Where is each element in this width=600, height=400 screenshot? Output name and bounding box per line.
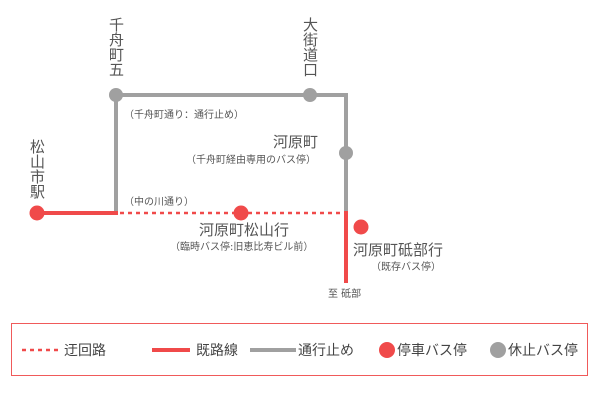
- legend-detour: 迂回路: [22, 340, 106, 360]
- stop-okaido: [303, 88, 317, 102]
- direction-tobe: 至 砥部: [328, 289, 362, 300]
- legend-active-stop: 停車バス停: [379, 340, 467, 360]
- stop-kawaramachi-name: 河原町: [273, 133, 319, 151]
- legend-active-stop-dot: [379, 342, 395, 358]
- stop-senbuncho5: [109, 88, 123, 102]
- legend-suspended-stop-dot: [490, 342, 506, 358]
- legend-suspended-stop-label: 休止バス停: [508, 343, 578, 359]
- legend-active-stop-label: 停車バス停: [397, 343, 467, 359]
- legend-closed-label: 通行止め: [298, 343, 354, 359]
- legend-existing-swatch: [152, 348, 190, 352]
- legend-closed-swatch: [250, 348, 296, 352]
- legend-closed: 通行止め: [250, 340, 354, 360]
- legend-detour-swatch: [22, 348, 58, 352]
- legend-existing: 既路線: [152, 340, 238, 360]
- label-okaido: 大街道口: [301, 17, 319, 77]
- label-senbuncho5: 千舟町五: [107, 17, 125, 77]
- stop-kawaramachi-matsuyama-name: 河原町松山行: [199, 221, 290, 239]
- stop-kawaramachi-tobe: [353, 219, 369, 235]
- stop-kawaramachi-matsuyama: [233, 205, 249, 221]
- legend-suspended-stop: 休止バス停: [490, 340, 578, 360]
- stop-kawaramachi-tobe-name: 河原町砥部行: [353, 241, 444, 259]
- road-senbuncho-dori: （千舟町通り：通行止め）: [124, 110, 244, 121]
- road-nakanokawa-dori: （中の川通り）: [124, 197, 194, 208]
- legend-existing-label: 既路線: [196, 343, 238, 359]
- stop-kawaramachi-matsuyama-note: （臨時バス停:旧恵比寿ビル前）: [170, 242, 314, 253]
- legend-detour-label: 迂回路: [64, 343, 106, 359]
- legend: 迂回路 既路線 通行止め 停車バス停 休止バス停: [11, 323, 588, 376]
- stop-kawaramachi-tobe-note: （既存バス停）: [371, 262, 441, 273]
- stop-matsuyama-eki: [29, 205, 45, 221]
- label-matsuyama-eki: 松山市駅: [28, 139, 46, 199]
- stop-kawaramachi: [339, 146, 353, 160]
- stop-kawaramachi-note: （千舟町経由専用のバス停）: [186, 155, 316, 166]
